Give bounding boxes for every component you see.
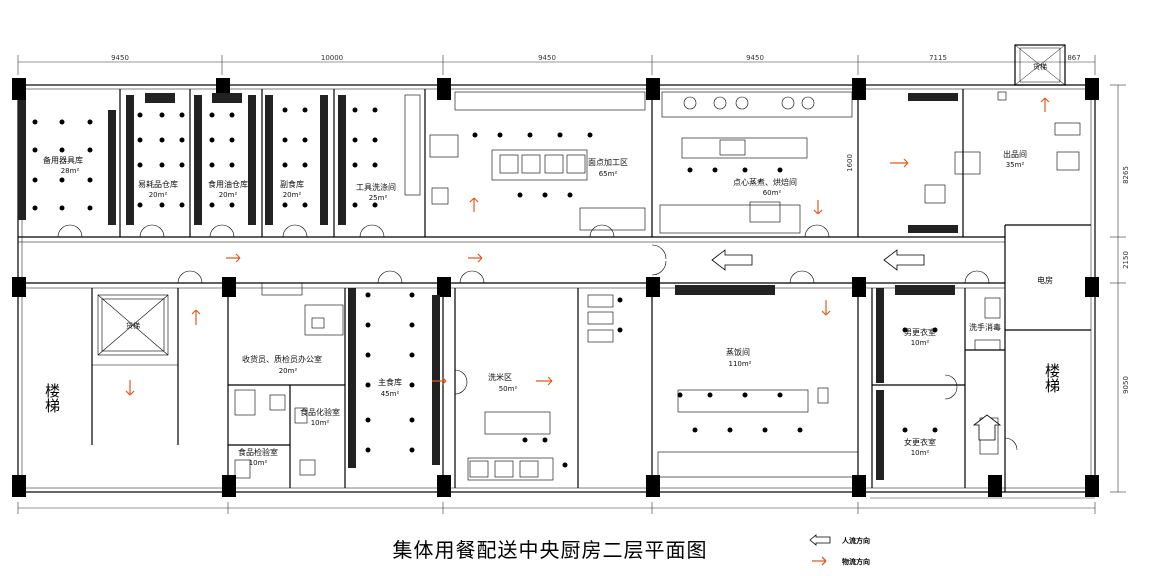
room-spare-tools-area: 28m² bbox=[61, 167, 80, 175]
room-electrical: 电房 bbox=[1037, 275, 1053, 285]
room-handwash: 洗手消毒 bbox=[969, 322, 1001, 332]
goods-flow-legend-icon bbox=[812, 556, 827, 566]
room-office-area: 20m² bbox=[279, 367, 298, 375]
room-women-change: 女更衣室 bbox=[904, 437, 936, 447]
left-elevator-label: 货梯 bbox=[126, 321, 140, 330]
room-spare-tools: 备用器具库 bbox=[43, 155, 83, 165]
room-outlet: 出品间 bbox=[1003, 149, 1027, 159]
room-side: 副食库 bbox=[280, 179, 304, 189]
top-elevator-label: 货梯 bbox=[1033, 62, 1047, 71]
room-tool-wash: 工具洗涤间 bbox=[356, 182, 396, 192]
room-rice-cook: 蒸饭间 bbox=[726, 347, 750, 357]
room-oil-area: 20m² bbox=[219, 191, 238, 199]
room-side-area: 20m² bbox=[283, 191, 302, 199]
room-tool-wash-area: 25m² bbox=[369, 194, 388, 202]
room-inspection: 食品检验室 bbox=[238, 447, 278, 457]
dim-middle: 1600 bbox=[846, 154, 854, 172]
room-outlet-area: 35m² bbox=[1006, 161, 1025, 169]
doors bbox=[57, 224, 1018, 451]
room-oil: 食用油仓库 bbox=[208, 179, 248, 189]
stair-right-label: 楼梯 bbox=[1043, 363, 1061, 393]
dim-top-2: 10000 bbox=[321, 54, 343, 62]
room-pastry-prep: 面点加工区 bbox=[588, 157, 628, 167]
dim-top-1: 9450 bbox=[111, 54, 129, 62]
room-main-store: 主食库 bbox=[378, 377, 402, 387]
kitchen-equipment bbox=[234, 91, 1081, 481]
room-chem-lab: 食品化验室 bbox=[300, 407, 340, 417]
legend: 人流方向 物流方向 bbox=[809, 534, 870, 566]
goods-flow-arrows bbox=[125, 97, 1050, 396]
dim-top-6: 867 bbox=[1067, 54, 1080, 62]
room-men-change: 男更衣室 bbox=[904, 327, 936, 337]
people-flow-arrows bbox=[711, 249, 1002, 441]
dim-top-4: 9450 bbox=[746, 54, 764, 62]
room-pastry-cook: 点心蒸煮、烘焙间 bbox=[733, 177, 797, 187]
dim-right-1: 8265 bbox=[1122, 166, 1130, 184]
room-chem-lab-area: 10m² bbox=[311, 419, 330, 427]
room-rice-cook-area: 110m² bbox=[729, 360, 752, 368]
drawing-title: 集体用餐配送中央厨房二层平面图 bbox=[393, 538, 708, 562]
bottom-dimension-line bbox=[17, 497, 1096, 514]
people-flow-legend-icon bbox=[809, 534, 831, 546]
room-pastry-prep-area: 65m² bbox=[599, 170, 618, 178]
outer-walls bbox=[17, 44, 1096, 493]
legend-people-flow: 人流方向 bbox=[842, 536, 870, 545]
room-consumables-area: 20m² bbox=[149, 191, 168, 199]
dim-top-3: 9450 bbox=[538, 54, 556, 62]
room-main-store-area: 45m² bbox=[381, 390, 400, 398]
dim-top-5: 7115 bbox=[929, 54, 947, 62]
left-elevator bbox=[97, 294, 169, 356]
dim-right-2: 2150 bbox=[1122, 251, 1130, 269]
dim-right-3: 9050 bbox=[1122, 376, 1130, 394]
stair-left-label: 楼梯 bbox=[43, 383, 61, 413]
room-labels: 备用器具库 28m² 易耗品仓库 20m² 食用油仓库 20m² 副食库 20m… bbox=[43, 149, 1061, 467]
right-dimension-line bbox=[1110, 84, 1126, 493]
room-women-change-area: 10m² bbox=[911, 449, 930, 457]
room-rice-wash: 洗米区 bbox=[488, 372, 512, 382]
room-consumables: 易耗品仓库 bbox=[138, 179, 178, 189]
room-inspection-area: 10m² bbox=[249, 459, 268, 467]
legend-goods-flow: 物流方向 bbox=[842, 557, 870, 566]
storage-racks bbox=[18, 93, 958, 480]
fixture-markers bbox=[32, 107, 938, 468]
room-office: 收货员、质检员办公室 bbox=[242, 354, 322, 364]
room-pastry-cook-area: 60m² bbox=[763, 189, 782, 197]
room-men-change-area: 10m² bbox=[911, 339, 930, 347]
room-rice-wash-area: 50m² bbox=[499, 385, 518, 393]
